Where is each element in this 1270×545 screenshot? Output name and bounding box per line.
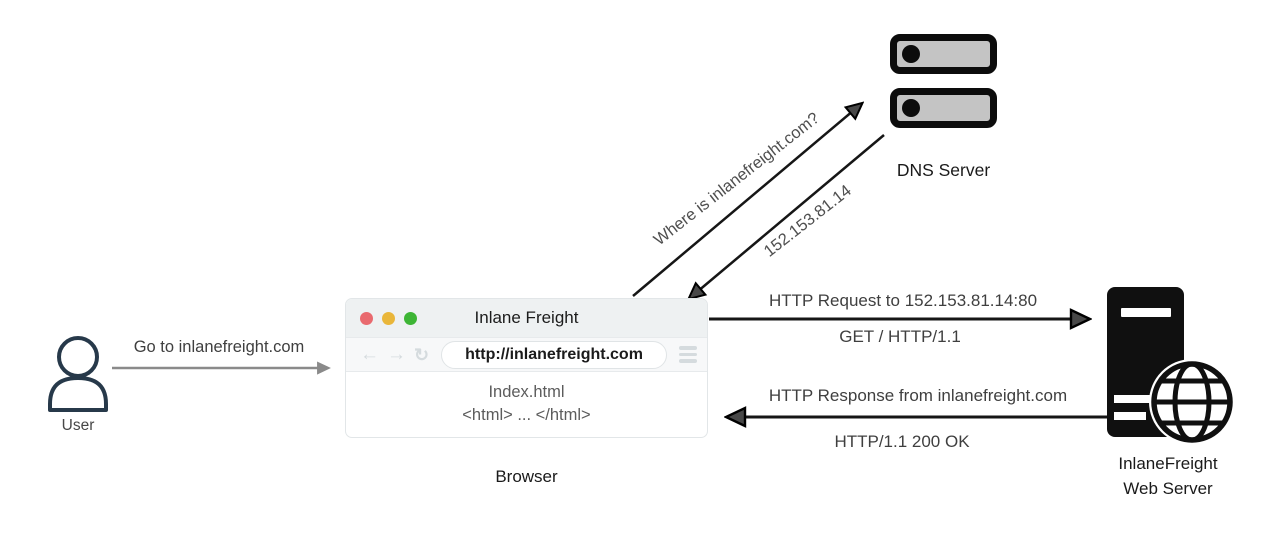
user-icon <box>48 336 108 412</box>
browser-toolbar: ← → ↻ http://inlanefreight.com <box>346 337 707 372</box>
menu-icon[interactable] <box>679 346 697 363</box>
browser-titlebar: Inlane Freight <box>346 299 707 337</box>
http-response-detail: HTTP/1.1 200 OK <box>834 432 970 451</box>
traffic-light-yellow-icon[interactable] <box>382 311 395 325</box>
server-name-line2: Web Server <box>1123 479 1213 498</box>
dns-label: DNS Server <box>896 160 991 180</box>
server-vent-icon <box>1114 395 1152 403</box>
dns-server-icon <box>890 34 997 74</box>
dns-server-icon <box>890 88 997 128</box>
reload-icon[interactable]: ↻ <box>414 344 430 365</box>
server-name-line1: InlaneFreight <box>1118 454 1218 473</box>
user-label: User <box>61 417 95 434</box>
browser-content: Index.html <html> ... </html> <box>346 372 707 436</box>
goto-label: Go to inlanefreight.com <box>133 338 305 356</box>
browser-window: Inlane Freight ← → ↻ http://inlanefreigh… <box>345 298 708 438</box>
traffic-light-red-icon[interactable] <box>360 311 373 325</box>
server-slot-icon <box>1121 308 1171 317</box>
content-html-snippet: <html> ... </html> <box>462 406 591 424</box>
back-icon[interactable]: ← <box>360 344 379 365</box>
browser-title: Inlane Freight <box>474 308 579 327</box>
http-request-title: HTTP Request to 152.153.81.14:80 <box>768 291 1038 310</box>
http-response-title: HTTP Response from inlanefreight.com <box>768 386 1068 405</box>
server-vent-icon <box>1114 412 1146 420</box>
forward-icon[interactable]: → <box>387 344 406 365</box>
traffic-light-green-icon[interactable] <box>404 311 417 325</box>
dns-led-icon <box>902 45 920 63</box>
http-request-detail: GET / HTTP/1.1 <box>839 327 961 346</box>
url-bar[interactable]: http://inlanefreight.com <box>441 340 667 369</box>
content-filename: Index.html <box>488 382 565 401</box>
dns-query-arrow <box>632 105 860 297</box>
dns-answer-arrow <box>691 134 885 297</box>
dns-led-icon <box>902 99 920 117</box>
browser-caption: Browser <box>495 467 558 486</box>
globe-icon <box>1149 359 1235 445</box>
